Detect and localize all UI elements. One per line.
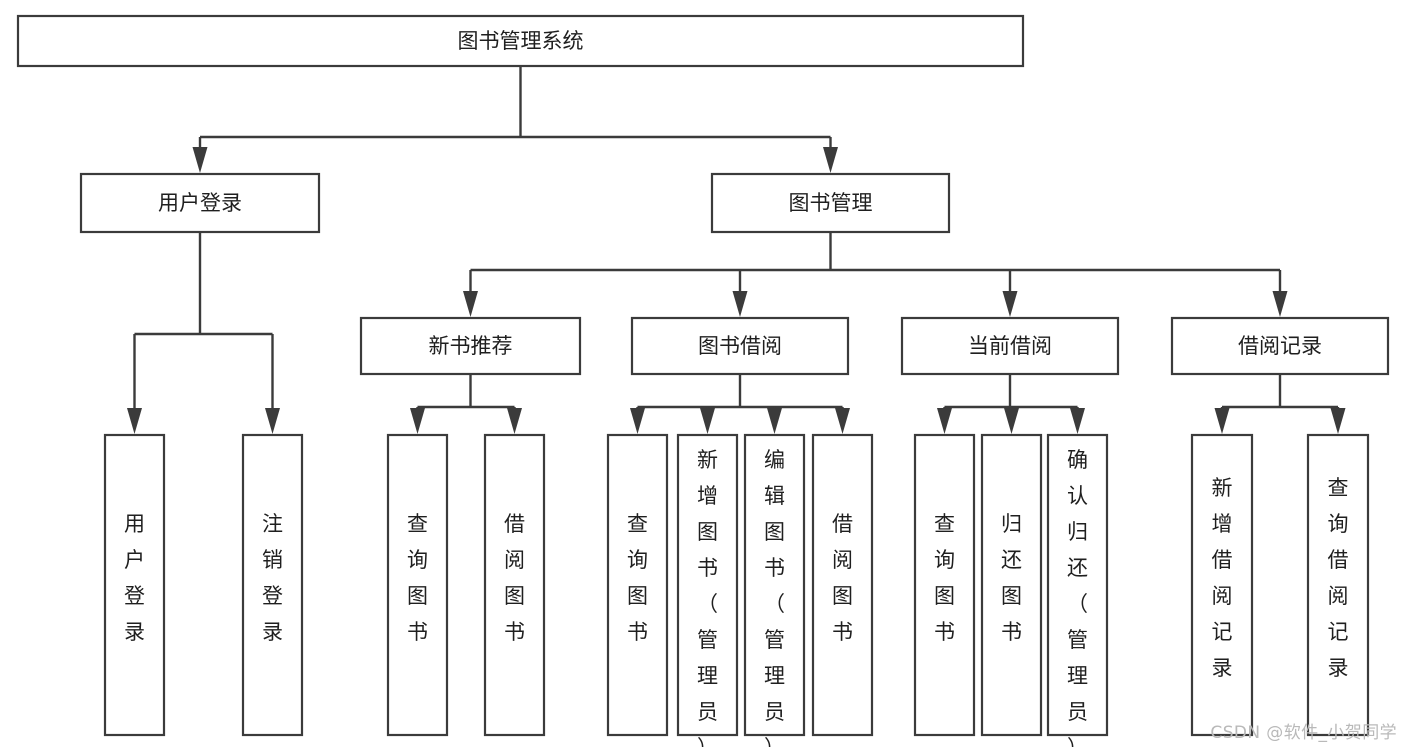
node-leaf-add-record[interactable]: 新增借阅记录 <box>1190 433 1254 737</box>
node-leaf-user-login[interactable]: 用户登录 <box>103 433 166 737</box>
node-box-leaf-borrow-book-rec[interactable] <box>483 433 546 737</box>
node-new-book-rec[interactable]: 新书推荐 <box>359 316 582 376</box>
node-box-new-book-rec[interactable] <box>359 316 582 376</box>
node-label-leaf-confirm-return: 确认归还（管理员） <box>1067 448 1088 747</box>
arrow-head-icon <box>767 408 782 434</box>
node-box-book-manage[interactable] <box>710 172 951 234</box>
node-leaf-edit-book[interactable]: 编辑图书（管理员） <box>743 433 806 747</box>
node-root[interactable]: 图书管理系统 <box>16 14 1025 68</box>
node-borrow-record[interactable]: 借阅记录 <box>1170 316 1390 376</box>
watermark-text: CSDN @软件_小贺同学 <box>1210 723 1397 743</box>
arrow-head-icon <box>700 408 715 434</box>
connector-borrow-record <box>1214 374 1346 434</box>
node-leaf-confirm-return[interactable]: 确认归还（管理员） <box>1046 433 1109 747</box>
node-label-leaf-query-book-cur: 查询图书 <box>934 512 955 644</box>
node-leaf-query-record[interactable]: 查询借阅记录 <box>1306 433 1370 737</box>
connector-user-login <box>127 232 280 434</box>
node-box-leaf-query-book-cur[interactable] <box>913 433 976 737</box>
connector-current-borrow <box>937 374 1085 434</box>
arrow-head-icon <box>1272 291 1288 317</box>
node-label-current-borrow: 当前借阅 <box>968 334 1052 358</box>
node-label-book-borrow: 图书借阅 <box>698 334 782 358</box>
arrow-head-icon <box>507 408 522 434</box>
node-label-root: 图书管理系统 <box>458 29 584 53</box>
node-label-leaf-query-book: 查询图书 <box>627 512 648 644</box>
node-current-borrow[interactable]: 当前借阅 <box>900 316 1120 376</box>
node-box-leaf-query-book[interactable] <box>606 433 669 737</box>
node-leaf-add-book[interactable]: 新增图书（管理员） <box>676 433 739 747</box>
node-label-leaf-add-book: 新增图书（管理员） <box>697 448 718 747</box>
arrow-head-icon <box>1004 408 1019 434</box>
node-label-leaf-query-book-rec: 查询图书 <box>407 512 428 644</box>
arrow-head-icon <box>192 147 208 173</box>
node-label-leaf-logout: 注销登录 <box>262 512 283 644</box>
node-label-new-book-rec: 新书推荐 <box>429 334 513 358</box>
node-box-leaf-query-record[interactable] <box>1306 433 1370 737</box>
node-box-current-borrow[interactable] <box>900 316 1120 376</box>
node-box-leaf-borrow-book[interactable] <box>811 433 874 737</box>
node-box-leaf-edit-book[interactable] <box>743 433 806 737</box>
node-leaf-query-book-rec[interactable]: 查询图书 <box>386 433 449 737</box>
node-box-leaf-add-book[interactable] <box>676 433 739 737</box>
arrow-head-icon <box>1330 408 1346 434</box>
arrow-head-icon <box>835 408 850 434</box>
node-box-leaf-query-book-rec[interactable] <box>386 433 449 737</box>
node-user-login[interactable]: 用户登录 <box>79 172 321 234</box>
arrow-head-icon <box>1070 408 1085 434</box>
node-box-borrow-record[interactable] <box>1170 316 1390 376</box>
node-box-leaf-confirm-return[interactable] <box>1046 433 1109 737</box>
node-label-leaf-borrow-book-rec: 借阅图书 <box>504 512 525 644</box>
connectors-layer <box>127 66 1346 434</box>
node-label-leaf-query-record: 查询借阅记录 <box>1328 476 1349 680</box>
node-book-borrow[interactable]: 图书借阅 <box>630 316 850 376</box>
nodes-layer: 图书管理系统用户登录图书管理新书推荐图书借阅当前借阅借阅记录用户登录注销登录查询… <box>16 14 1390 747</box>
node-label-book-manage: 图书管理 <box>789 191 873 215</box>
node-label-borrow-record: 借阅记录 <box>1238 334 1322 358</box>
arrow-head-icon <box>410 408 425 434</box>
arrow-head-icon <box>265 408 280 434</box>
node-leaf-borrow-book[interactable]: 借阅图书 <box>811 433 874 737</box>
node-label-leaf-edit-book: 编辑图书（管理员） <box>764 448 785 747</box>
connector-root <box>192 66 838 173</box>
node-label-leaf-add-record: 新增借阅记录 <box>1212 476 1233 680</box>
connector-book-manage <box>463 232 1288 317</box>
node-box-leaf-add-record[interactable] <box>1190 433 1254 737</box>
node-box-leaf-logout[interactable] <box>241 433 304 737</box>
arrow-head-icon <box>127 408 142 434</box>
node-leaf-return-book[interactable]: 归还图书 <box>980 433 1043 737</box>
connector-book-borrow <box>630 374 850 434</box>
arrow-head-icon <box>463 291 478 317</box>
arrow-head-icon <box>732 291 748 317</box>
arrow-head-icon <box>1214 408 1230 434</box>
node-leaf-query-book[interactable]: 查询图书 <box>606 433 669 737</box>
node-label-leaf-borrow-book: 借阅图书 <box>832 512 853 644</box>
node-label-leaf-return-book: 归还图书 <box>1001 512 1022 644</box>
connector-new-book-rec <box>410 374 522 434</box>
node-box-root[interactable] <box>16 14 1025 68</box>
arrow-head-icon <box>823 147 838 173</box>
node-leaf-query-book-cur[interactable]: 查询图书 <box>913 433 976 737</box>
node-box-user-login[interactable] <box>79 172 321 234</box>
node-label-leaf-user-login: 用户登录 <box>124 512 145 644</box>
arrow-head-icon <box>1002 291 1018 317</box>
arrow-head-icon <box>630 408 645 434</box>
node-book-manage[interactable]: 图书管理 <box>710 172 951 234</box>
arrow-head-icon <box>937 408 952 434</box>
node-box-leaf-user-login[interactable] <box>103 433 166 737</box>
node-leaf-borrow-book-rec[interactable]: 借阅图书 <box>483 433 546 737</box>
node-label-user-login: 用户登录 <box>158 191 242 215</box>
node-box-leaf-return-book[interactable] <box>980 433 1043 737</box>
node-box-book-borrow[interactable] <box>630 316 850 376</box>
node-leaf-logout[interactable]: 注销登录 <box>241 433 304 737</box>
